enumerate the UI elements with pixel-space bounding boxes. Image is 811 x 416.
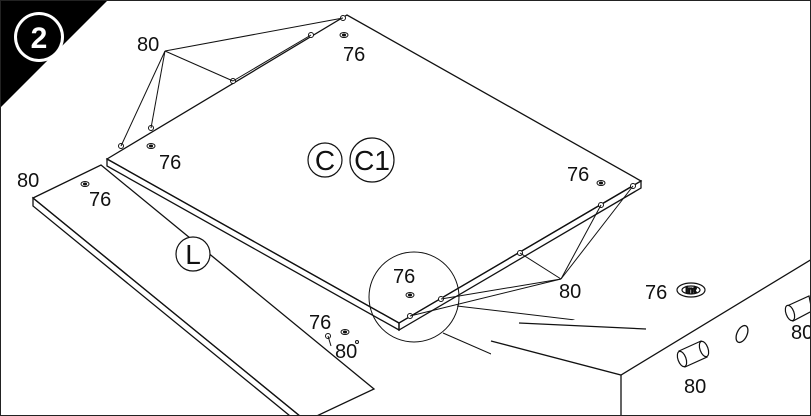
callout-76-bottom: 76	[309, 312, 331, 334]
cam-holes	[80, 32, 606, 335]
step-number: 2	[31, 22, 48, 55]
callout-76-panel-l: 76	[89, 189, 111, 211]
callout-80-left: 80	[17, 170, 39, 192]
dowel-icon	[676, 295, 810, 368]
detail-callout-80-right: 80	[791, 322, 810, 344]
callout-76-right: 76	[567, 164, 589, 186]
dowel-l	[325, 333, 359, 347]
cam-lock-icon: int	[676, 282, 706, 298]
detail-callout-80: 80	[684, 376, 706, 398]
detail-callout-76: 76	[645, 282, 667, 304]
callout-80-bottom: 80	[335, 341, 357, 363]
part-c1-label: C1	[354, 145, 390, 176]
part-c-label: C	[315, 145, 335, 176]
callout-76-magnifier: 76	[393, 266, 415, 288]
step-badge: 2	[1, 1, 107, 107]
detail-view	[490, 259, 810, 415]
leader-lines-right	[409, 185, 634, 317]
callout-76-top: 76	[343, 44, 365, 66]
panel-l	[31, 164, 376, 415]
part-l-marker: L	[175, 236, 211, 272]
part-c-marker: C	[307, 142, 343, 178]
part-c1-marker: C1	[349, 137, 395, 183]
svg-text:int: int	[686, 285, 697, 295]
leader-lines-top	[120, 17, 344, 147]
part-l-label: L	[185, 239, 201, 270]
callout-80-right: 80	[559, 281, 581, 303]
callout-80-top: 80	[137, 34, 159, 56]
callout-76-left: 76	[159, 152, 181, 174]
